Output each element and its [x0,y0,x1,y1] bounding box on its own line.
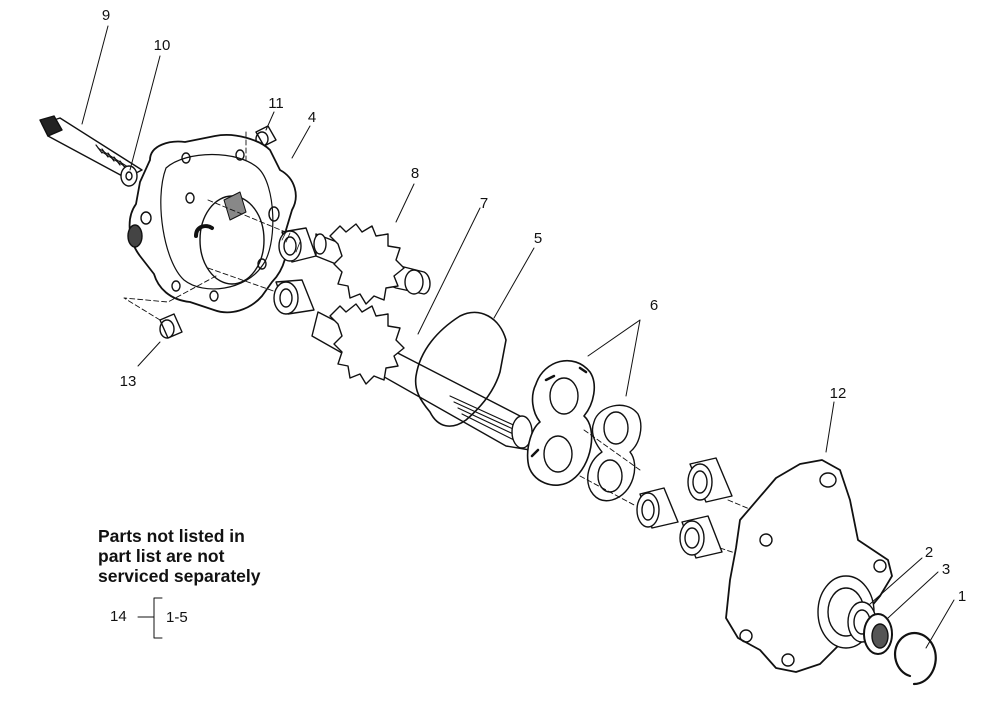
seal-plate-part-6-large [526,359,596,486]
washer-part-10 [120,165,138,187]
pump-housing-part-4 [123,131,301,321]
callout-10: 10 [154,37,171,54]
reference-number: 14 [110,608,127,625]
gasket-part-5 [414,311,507,427]
parts-note-line-3: serviced separately [98,566,261,586]
reference-bracket [137,597,163,639]
callout-1: 1 [958,588,966,605]
needle-bearing-lower-left [273,279,315,315]
bolt-part-9 [39,115,143,179]
callout-numbers: 9 10 11 4 8 7 5 6 12 13 2 3 1 [102,7,966,605]
dowel-pin-part-13 [159,313,183,339]
needle-bearing-upper-left [278,227,317,263]
callout-8: 8 [411,165,419,182]
callout-13: 13 [120,373,137,390]
callout-2: 2 [925,544,933,561]
callout-11: 11 [268,95,284,112]
bushing-lower-right [679,515,723,559]
callout-3: 3 [942,561,950,578]
bushing-upper-right [687,457,733,503]
parts-note-line-2: part list are not [98,546,225,566]
callout-6: 6 [650,297,658,314]
parts-note-line-1: Parts not listed in [98,526,245,546]
callout-4: 4 [308,109,316,126]
bushing-lower-left [636,487,679,529]
parts-note: Parts not listed in part list are not se… [98,526,260,586]
washer-part-3 [863,613,893,655]
callout-7: 7 [480,195,488,212]
seal-plate-part-6-small [587,404,642,502]
callout-12: 12 [830,385,847,402]
driven-gear-part-8 [313,223,431,305]
snap-ring-part-1 [893,631,937,686]
reference-range: 1-5 [166,609,188,626]
leader-lines [81,25,955,649]
callout-5: 5 [534,230,542,247]
callout-9: 9 [102,7,110,24]
